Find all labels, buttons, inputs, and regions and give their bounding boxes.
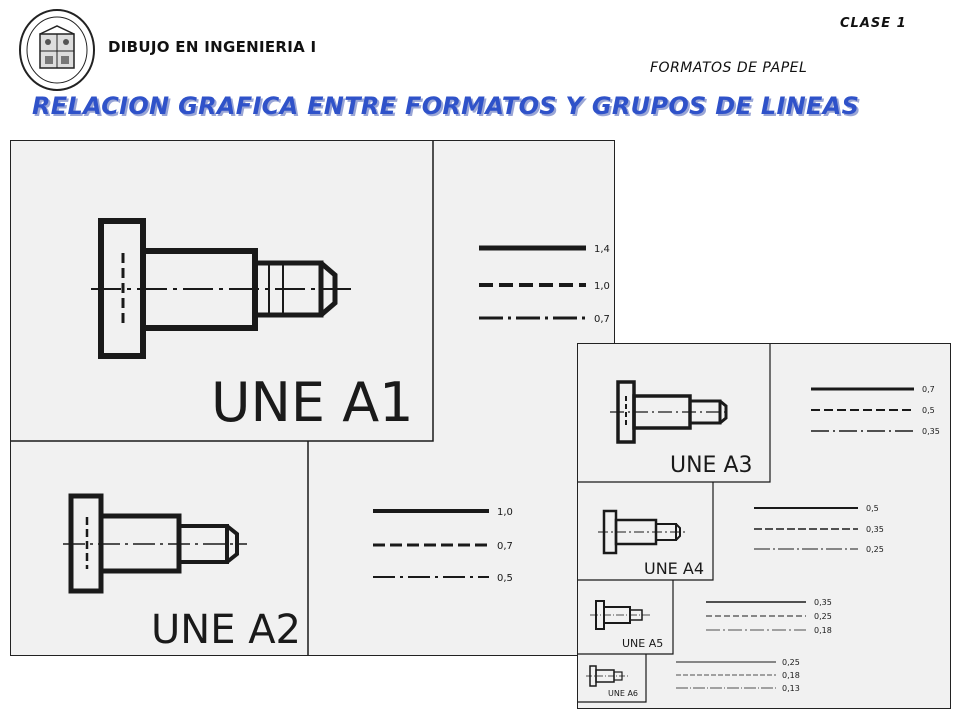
line-group-a1: 1,4 1,0 0,7 [479, 244, 610, 325]
line-width-label: 0,35 [814, 598, 832, 607]
format-name: UNE A5 [622, 637, 663, 650]
line-width-label: 1,0 [497, 507, 513, 518]
line-width-label: 0,5 [866, 504, 879, 513]
class-label: CLASE 1 [840, 16, 907, 31]
line-width-label: 0,13 [782, 684, 800, 693]
line-width-label: 0,35 [922, 427, 940, 436]
line-group-a3: 0,7 0,5 0,35 [811, 385, 940, 436]
line-width-label: 0,35 [866, 525, 884, 534]
format-name: UNE A3 [670, 453, 753, 478]
part-drawing-a1 [91, 218, 351, 359]
line-width-label: 0,25 [782, 658, 800, 667]
line-width-label: 0,7 [922, 385, 935, 394]
line-group-a5: 0,35 0,25 0,18 [706, 598, 832, 635]
part-drawing-a3 [610, 380, 730, 444]
line-width-label: 0,7 [497, 541, 513, 552]
line-group-a4: 0,5 0,35 0,25 [754, 504, 884, 554]
line-width-label: 0,7 [594, 314, 610, 325]
format-name: UNE A2 [151, 607, 301, 653]
line-width-label: 0,25 [866, 545, 884, 554]
figure-a3-a6: UNE A3 0,7 0,5 0,35 UNE A4 0,5 0,35 0,25 [577, 343, 951, 709]
line-width-label: 1,0 [594, 281, 610, 292]
line-width-label: 0,18 [782, 671, 800, 680]
line-width-label: 0,5 [497, 573, 513, 584]
line-group-a2: 1,0 0,7 0,5 [373, 507, 513, 584]
part-drawing-a5 [590, 600, 650, 630]
slide-title: RELACION GRAFICA ENTRE FORMATOS Y GRUPOS… [32, 92, 860, 120]
university-seal-icon [18, 8, 96, 92]
course-name: DIBUJO EN INGENIERIA I [108, 38, 317, 56]
figure-a1-a2: UNE A1 1,4 1,0 0,7 UNE A2 1,0 0,7 0,5 [10, 140, 615, 656]
line-group-a6: 0,25 0,18 0,13 [676, 658, 800, 693]
part-drawing-a2 [63, 493, 247, 594]
line-width-label: 0,5 [922, 406, 935, 415]
line-width-label: 0,25 [814, 612, 832, 621]
format-name: UNE A6 [608, 689, 638, 698]
line-width-label: 1,4 [594, 244, 610, 255]
part-drawing-a4 [598, 509, 686, 555]
line-width-label: 0,18 [814, 626, 832, 635]
format-name: UNE A4 [644, 559, 704, 578]
format-name: UNE A1 [211, 371, 414, 434]
topic-subtitle: FORMATOS DE PAPEL [650, 60, 808, 76]
part-drawing-a6 [586, 665, 628, 687]
